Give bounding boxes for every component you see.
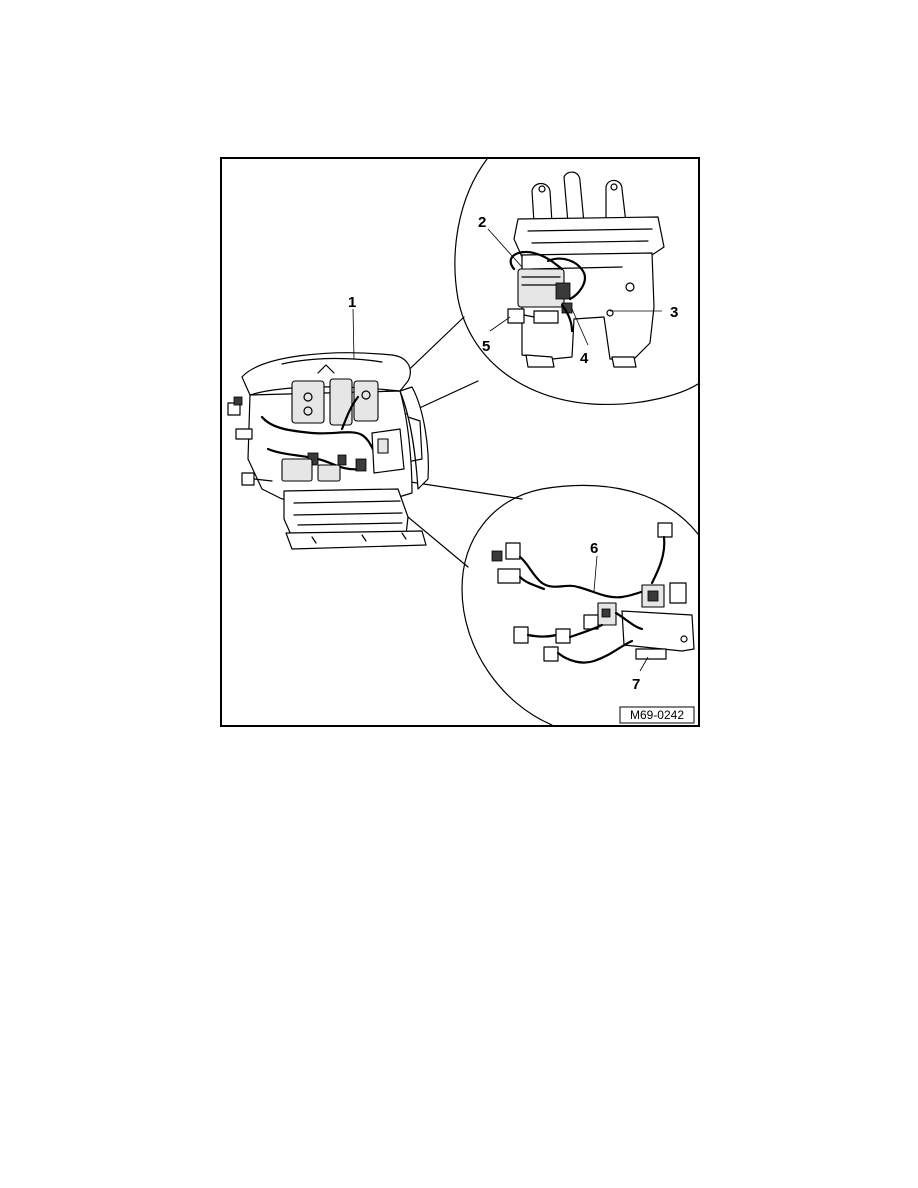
callout-5: 5: [482, 338, 490, 355]
lower-detail-harness: [491, 522, 695, 664]
callout-7: 7: [632, 676, 640, 693]
reference-code: M69-0242: [630, 708, 684, 722]
diagram-frame: 1 2 3 4 5 6 7 M69-0242: [220, 157, 700, 727]
reference-code-box: M69-0242: [619, 706, 695, 724]
seat-assembly: [227, 352, 429, 550]
callout-6: 6: [590, 540, 598, 557]
callout-4: 4: [580, 350, 589, 367]
lower-detail-circle: [461, 484, 698, 725]
callout-2: 2: [478, 214, 486, 231]
callout-3: 3: [670, 304, 678, 321]
upper-detail-circle: [454, 159, 698, 406]
upper-detail-assembly: [507, 171, 665, 368]
callout-1: 1: [348, 294, 356, 311]
seat-wiring-diagram: 1 2 3 4 5 6 7 M69-0242: [227, 159, 698, 725]
callout-leaders: [352, 228, 662, 672]
